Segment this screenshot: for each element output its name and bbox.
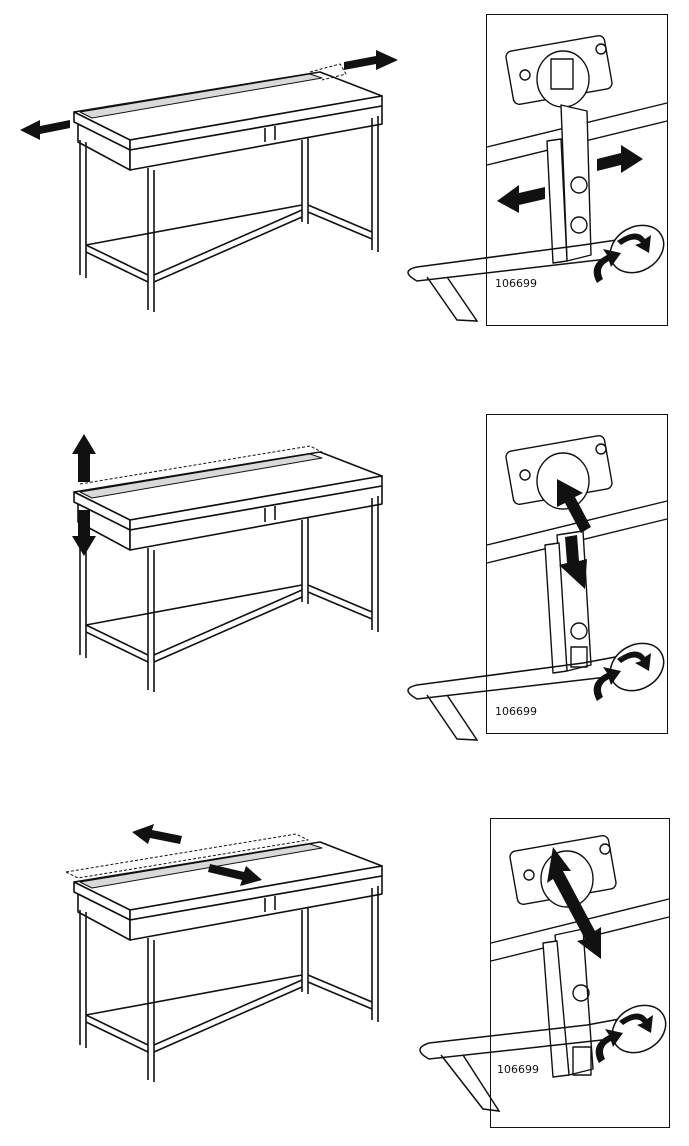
hinge-detail-panel-3: 106699 xyxy=(419,818,670,1128)
step-3: 106699 xyxy=(0,810,689,1140)
rotate-icon xyxy=(593,233,651,283)
hinge-drawing-1 xyxy=(407,34,668,322)
hinge-drawing-2 xyxy=(407,434,668,741)
screwdriver-icon xyxy=(407,224,665,322)
part-number: 106699 xyxy=(495,705,537,718)
step-1: 106699 xyxy=(0,0,689,340)
rotate-icon xyxy=(595,1013,653,1063)
arrow-forward-icon xyxy=(208,864,262,886)
rotate-icon xyxy=(593,651,651,701)
arrow-left-icon xyxy=(497,185,545,213)
part-number: 106699 xyxy=(497,1063,539,1076)
part-number: 106699 xyxy=(495,277,537,290)
arrow-right-icon xyxy=(344,50,398,70)
arrow-up-icon xyxy=(557,479,591,533)
arrow-down-icon xyxy=(559,535,587,589)
screwdriver-icon xyxy=(419,1004,667,1112)
screwdriver-icon xyxy=(407,642,665,741)
arrow-up-icon xyxy=(72,434,96,482)
desk-drawing-3 xyxy=(65,824,383,1082)
hinge-drawing-3 xyxy=(419,834,670,1112)
arrow-left-icon xyxy=(20,120,70,140)
hinge-detail-panel-2: 106699 xyxy=(407,414,668,741)
desk-drawing-2 xyxy=(72,434,383,692)
arrow-diagonal-icon xyxy=(547,847,601,959)
desk-drawing-1 xyxy=(20,50,398,312)
arrow-right-icon xyxy=(597,145,643,173)
arrow-back-icon xyxy=(132,824,182,844)
arrow-down-icon xyxy=(72,510,96,556)
hinge-detail-panel-1: 106699 xyxy=(407,14,668,326)
step-2: 106699 xyxy=(0,414,689,750)
